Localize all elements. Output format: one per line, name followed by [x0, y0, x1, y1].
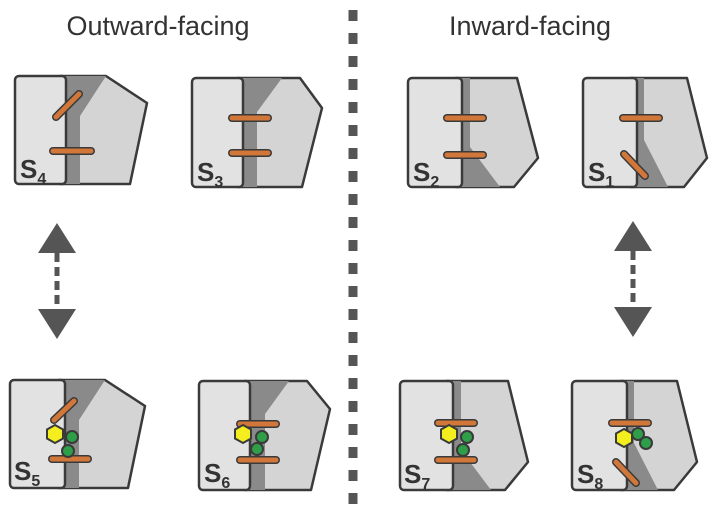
- ion-lower: [639, 436, 653, 450]
- state-label: S3: [197, 157, 223, 191]
- central-channel: [456, 78, 500, 187]
- scaffold-domain: [13, 74, 68, 186]
- inner-gate-fill: [613, 459, 639, 486]
- state-label: S8: [577, 459, 603, 493]
- ion-upper: [631, 427, 645, 441]
- ion-upper: [65, 430, 79, 444]
- left-double-arrow: [38, 223, 76, 339]
- arrow-head-down: [38, 309, 76, 339]
- state-label: S7: [404, 459, 430, 493]
- state-s5: S5: [8, 378, 147, 490]
- inner-gate-fill: [621, 151, 648, 179]
- state-s7: S7: [398, 379, 530, 493]
- state-s3: S3: [190, 76, 324, 191]
- state-label: S4: [20, 154, 46, 188]
- state-label: S6: [204, 458, 230, 492]
- ion-lower: [456, 443, 470, 457]
- scaffold-domain: [190, 76, 245, 189]
- scaffold-domain: [406, 76, 464, 189]
- central-channel: [66, 76, 106, 184]
- state-s4: S4: [13, 74, 149, 188]
- state-s6: S6: [197, 379, 332, 492]
- state-label: S1: [588, 157, 614, 191]
- arrow-head-up: [38, 223, 76, 253]
- state-s8: S8: [570, 379, 699, 493]
- state-label: S2: [413, 157, 439, 191]
- ion-upper: [460, 430, 474, 444]
- state-s2: S2: [406, 76, 540, 191]
- ion-lower: [61, 444, 75, 458]
- scaffold-domain: [581, 76, 639, 189]
- outward-facing-header: Outward-facing: [66, 11, 249, 41]
- outer-gate-fill: [53, 91, 82, 120]
- state-label: S5: [14, 456, 40, 490]
- central-channel: [621, 381, 658, 490]
- substrate-hexagon: [234, 423, 252, 445]
- arrow-head-down: [614, 307, 652, 337]
- state-s1: S1: [581, 76, 709, 191]
- right-double-arrow: [614, 221, 652, 337]
- ion-upper: [255, 430, 269, 444]
- substrate-hexagon: [440, 423, 458, 445]
- central-channel: [243, 78, 282, 187]
- substrate-hexagon: [615, 427, 633, 449]
- substrate-hexagon: [46, 423, 64, 445]
- inward-facing-header: Inward-facing: [449, 11, 611, 41]
- ion-lower: [250, 442, 264, 456]
- arrow-head-up: [614, 221, 652, 251]
- central-channel: [631, 78, 668, 187]
- outer-gate-fill: [51, 398, 77, 423]
